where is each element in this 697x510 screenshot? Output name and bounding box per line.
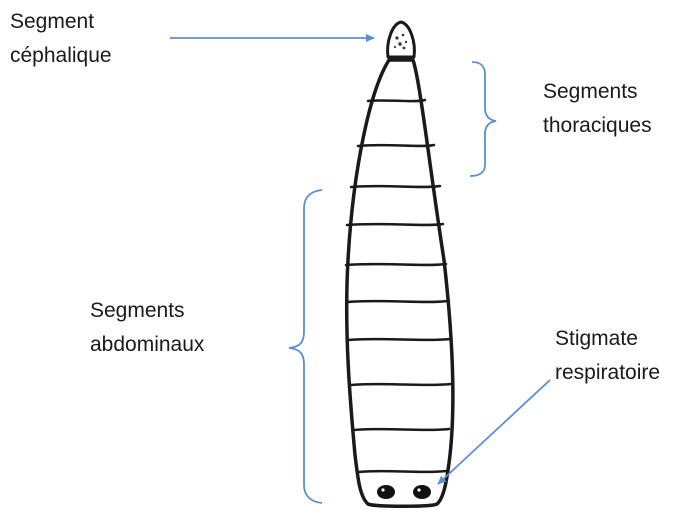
- segment-line: [346, 264, 446, 265]
- label-stigma-line1: Stigmate: [555, 322, 660, 356]
- label-thoracic-line2: thoraciques: [543, 109, 652, 143]
- larva-body: [347, 60, 453, 506]
- thoracic-bracket: [470, 62, 496, 176]
- segment-line: [347, 224, 443, 225]
- label-thoracic-segments: Segments thoraciques: [543, 75, 652, 143]
- segment-line: [347, 301, 448, 302]
- segment-line: [358, 145, 434, 146]
- segment-line: [351, 384, 451, 385]
- label-cephalic-line2: céphalique: [10, 39, 112, 73]
- abdominal-bracket: [289, 190, 322, 503]
- head-segment: [388, 22, 415, 57]
- label-cephalic-segment: Segment céphalique: [10, 5, 112, 73]
- label-abdominal-line2: abdominaux: [90, 328, 204, 362]
- segment-line: [368, 100, 425, 101]
- segment-line: [351, 186, 440, 187]
- segment-line: [359, 471, 446, 472]
- label-stigma-line2: respiratoire: [555, 356, 660, 390]
- label-thoracic-line1: Segments: [543, 75, 652, 109]
- spiracle-left: [377, 485, 395, 499]
- stigma-arrow: [438, 380, 550, 484]
- label-cephalic-line1: Segment: [10, 5, 112, 39]
- segment-line: [354, 429, 449, 430]
- label-abdominal-segments: Segments abdominaux: [90, 294, 204, 362]
- segment-line: [348, 339, 450, 340]
- label-abdominal-line1: Segments: [90, 294, 204, 328]
- spiracle-right: [413, 485, 431, 499]
- label-respiratory-stigma: Stigmate respiratoire: [555, 322, 660, 390]
